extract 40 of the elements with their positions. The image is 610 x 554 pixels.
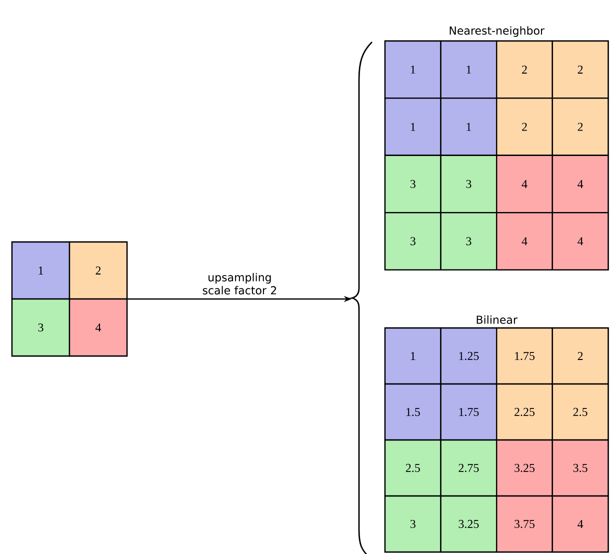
grid-cell: 1.25 [440,327,498,385]
grid-cell: 1.75 [496,327,553,385]
grid-cell: 4 [496,154,553,214]
grid-cell: 4 [68,298,128,357]
grid-cell: 4 [496,212,553,270]
node-label: Nearest-neighbor [450,26,545,37]
grid-cell: 2 [496,40,553,99]
grid-cell: 1.5 [384,383,442,441]
grid-cell: 1 [440,40,498,99]
grid-cell: 2 [552,98,609,156]
grid-cell: 2 [496,98,553,156]
grid-cell: 2.25 [496,383,553,441]
grid-cell: 2.5 [384,439,442,497]
grid-cell: 3 [384,495,442,553]
grid-cell: 2 [552,327,609,385]
grid-cell: 2.5 [552,383,609,441]
grid-cell: 3 [440,212,498,270]
grid-cell: 1 [384,40,442,99]
grid-cell: 4 [552,212,609,270]
edge-label: upsampling scale factor 2 [202,272,276,294]
grid-cell: 3 [440,154,498,214]
grid-cell: 1.75 [440,383,498,441]
grid-cell: 2.75 [440,439,498,497]
grid-cell: 3 [384,154,442,214]
grid-cell: 4 [552,495,609,553]
grid-cell: 1 [384,98,442,156]
grid-cell: 3.25 [440,495,498,553]
grid-cell: 3.25 [496,439,553,497]
grid-cell: 1 [440,98,498,156]
grid-cell: 1 [11,241,70,300]
node-label: Bilinear [476,315,518,324]
grid-cell: 4 [552,154,609,214]
grid-cell: 3 [11,298,70,357]
grid-cell: 3 [384,212,442,270]
grid-cell: 3.75 [496,495,553,553]
grid-cell: 1 [384,327,442,385]
grid-cell: 2 [68,241,128,300]
curly-brace [351,42,373,554]
grid-cell: 2 [552,40,609,99]
grid-cell: 3.5 [552,439,609,497]
